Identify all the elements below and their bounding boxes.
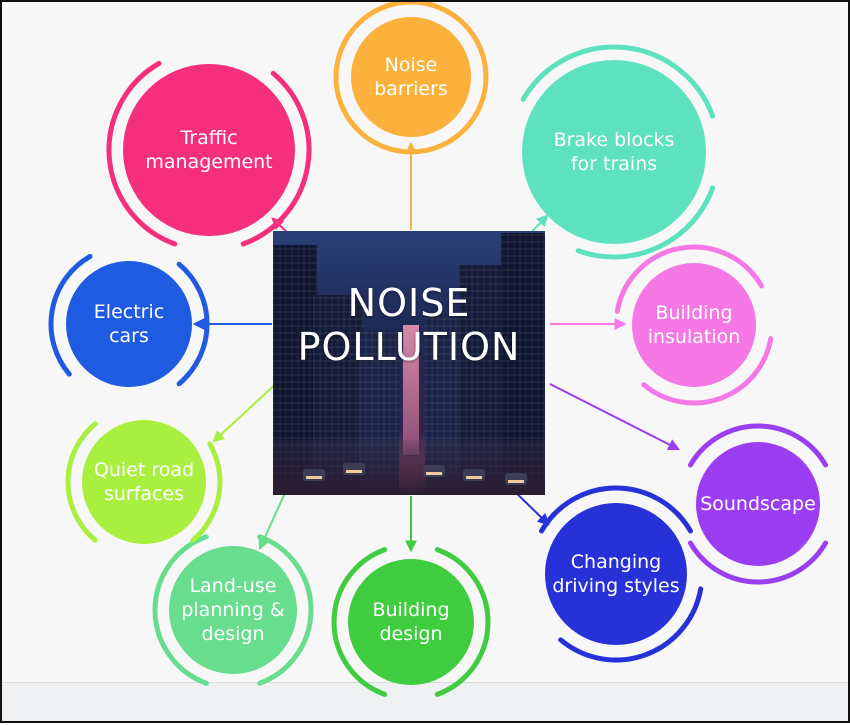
building-design-outer-arc-1 <box>331 547 388 697</box>
node-quiet-road-surfaces <box>65 420 223 544</box>
node-electric-cars <box>48 253 210 387</box>
changing-driving-styles-circle <box>545 503 687 645</box>
land-use-outer-arc-1 <box>152 534 209 686</box>
center-title-line-1: NOISE <box>347 281 471 325</box>
building-design-circle <box>348 559 474 685</box>
traffic-management-outer-arc-2 <box>240 70 312 247</box>
center-image-panel: NOISE POLLUTION <box>273 231 545 495</box>
node-building-insulation <box>614 244 774 406</box>
electric-cars-outer-arc-1 <box>48 253 93 377</box>
node-soundscape <box>687 423 829 585</box>
node-changing-driving-styles <box>539 485 704 663</box>
building-insulation-circle <box>632 263 756 387</box>
arrow-to-quiet-road-surfaces <box>212 379 281 443</box>
center-title-line-2: POLLUTION <box>297 325 521 369</box>
changing-driving-styles-outer-arc-2 <box>558 586 704 663</box>
land-use-circle <box>169 546 297 674</box>
noise-barriers-circle <box>351 17 471 137</box>
node-brake-blocks <box>520 44 716 260</box>
building-insulation-outer-arc-2 <box>641 336 774 406</box>
brake-blocks-outer-arc-1 <box>520 44 716 119</box>
soundscape-circle <box>696 442 820 566</box>
node-traffic-management <box>106 60 312 247</box>
traffic-management-outer-arc-1 <box>106 60 178 247</box>
brake-blocks-outer-arc-2 <box>575 185 716 260</box>
quiet-road-surfaces-outer-arc-1 <box>65 421 98 543</box>
soundscape-outer-arc-2 <box>687 540 829 585</box>
building-design-outer-arc-2 <box>434 547 491 697</box>
noise-barriers-outer-arc-1 <box>333 2 489 155</box>
traffic-management-circle <box>123 64 295 236</box>
street-scene <box>273 440 545 495</box>
node-land-use <box>152 534 314 686</box>
node-noise-barriers <box>333 2 489 155</box>
arrow-to-soundscape <box>549 383 681 451</box>
quiet-road-surfaces-circle <box>82 420 206 544</box>
soundscape-outer-arc-1 <box>687 423 829 468</box>
node-building-design <box>331 547 491 697</box>
quiet-road-surfaces-outer-arc-2 <box>190 441 223 543</box>
land-use-outer-arc-2 <box>257 534 314 686</box>
electric-cars-circle <box>66 261 192 387</box>
building-insulation-outer-arc-1 <box>614 244 765 314</box>
brake-blocks-circle <box>522 60 706 244</box>
tower-silhouette <box>403 325 419 455</box>
changing-driving-styles-outer-arc-1 <box>539 485 693 534</box>
